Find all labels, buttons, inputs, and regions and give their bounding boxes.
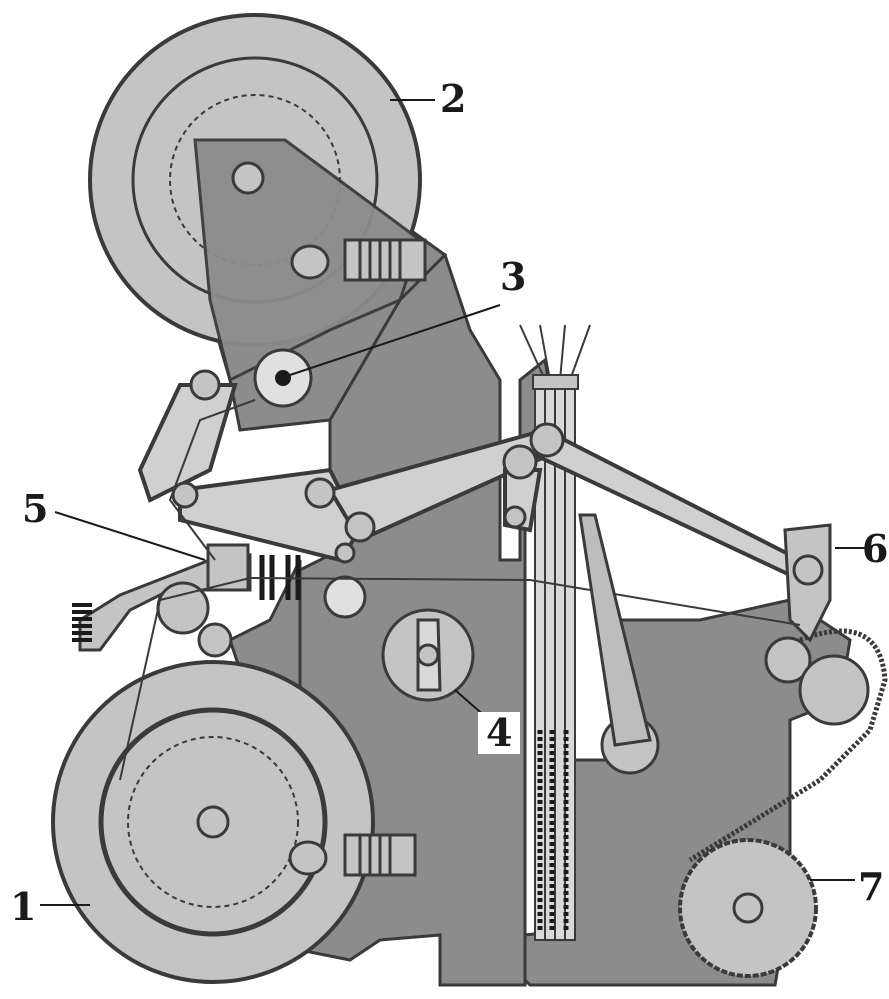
- label-1: 1: [10, 884, 37, 929]
- heddle-chains: [537, 730, 569, 930]
- top-beam-axle: [231, 161, 265, 195]
- top-motor-clamp: [290, 244, 330, 280]
- cam-center: [416, 643, 440, 667]
- lower-roller: [197, 622, 233, 658]
- heddle-frames: [534, 379, 576, 941]
- cloth-beam-inner: [127, 736, 299, 908]
- tension-spring: [72, 603, 92, 642]
- sensing-roller: [323, 575, 367, 619]
- label-2: 2: [440, 76, 467, 121]
- top-motor-fins: [358, 240, 402, 280]
- sley-pivot: [792, 554, 824, 586]
- whip-roll-block: [206, 543, 250, 592]
- label-5: 5: [22, 486, 49, 531]
- top-threads: [519, 324, 591, 381]
- warp-thread-upper: [168, 399, 256, 561]
- label-3: 3: [500, 254, 527, 299]
- right-cam-arm: [578, 513, 652, 747]
- warp-thread-path: [119, 576, 801, 781]
- bottom-motor-fins: [358, 835, 392, 875]
- front-roller-upper: [764, 636, 812, 684]
- front-roller-large: [798, 654, 870, 726]
- top-motor-body: [343, 238, 427, 282]
- bottom-motor-clamp: [288, 840, 328, 876]
- heddle-top-block: [532, 374, 579, 390]
- back-rest-roller-axle: [275, 370, 291, 386]
- label-4: 4: [478, 712, 521, 754]
- cloth-beam-axle: [196, 805, 230, 839]
- take-up-roller-axle: [732, 892, 764, 924]
- pivot-joints: [171, 369, 565, 564]
- label-6: 6: [862, 526, 889, 571]
- label-7: 7: [858, 864, 885, 909]
- cloth-beam-ring: [98, 707, 328, 937]
- lever-linkage: [137, 383, 803, 578]
